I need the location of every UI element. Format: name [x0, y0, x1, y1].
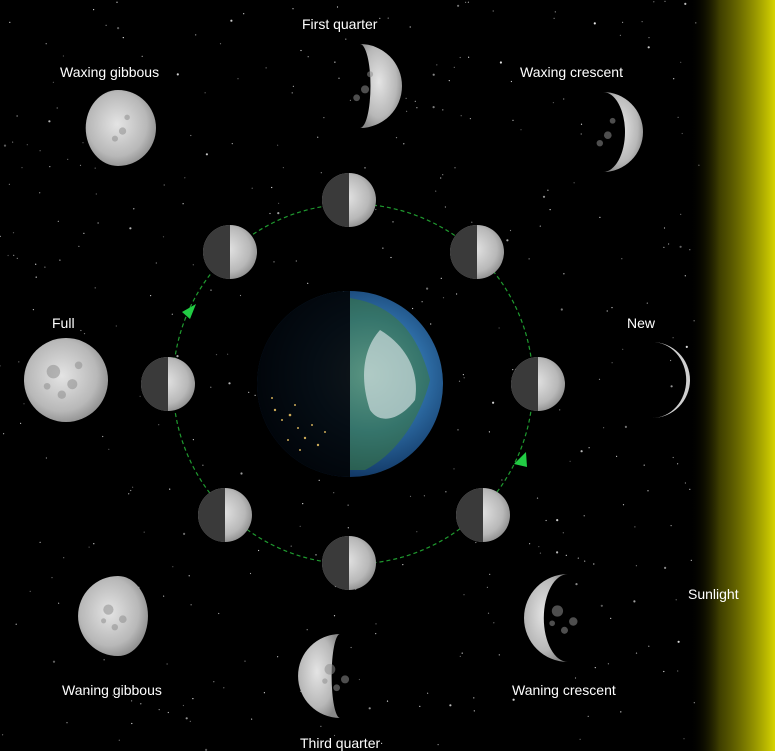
label-waxing-gibbous: Waxing gibbous	[60, 64, 160, 80]
sunlight-glow	[690, 0, 775, 751]
orbit-moon-upper-left	[203, 225, 257, 279]
orbit-direction-arrow-left	[182, 304, 196, 319]
orbit-moon-top	[322, 173, 376, 227]
label-waning-gibbous: Waning gibbous	[62, 682, 162, 698]
moon-full	[24, 338, 108, 422]
label-first-quarter: First quarter	[302, 16, 378, 32]
orbit-moons	[141, 173, 565, 590]
orbit-moon-upper-right	[450, 225, 504, 279]
phase-moons	[24, 44, 690, 718]
moon-waning-crescent	[524, 574, 578, 662]
label-waning-crescent: Waning crescent	[512, 682, 616, 698]
label-new: New	[627, 315, 656, 331]
label-third-quarter: Third quarter	[300, 735, 381, 751]
orbit-moon-lower-right	[456, 488, 510, 542]
orbit-moon-right	[511, 357, 565, 411]
orbit-moon-bottom	[322, 536, 376, 590]
city-lights	[271, 397, 326, 451]
label-sunlight: Sunlight	[688, 586, 739, 602]
moon-waning-gibbous	[78, 576, 148, 656]
moon-third-quarter	[298, 634, 350, 718]
moon-first-quarter	[353, 44, 402, 128]
orbit-moon-lower-left	[198, 488, 252, 542]
moon-waxing-gibbous	[85, 90, 156, 166]
moon-waxing-crescent	[596, 92, 643, 172]
orbit-direction-arrow-right	[514, 452, 527, 467]
earth	[257, 291, 443, 477]
orbit-moon-left	[141, 357, 195, 411]
label-full: Full	[52, 315, 75, 331]
label-waxing-crescent: Waxing crescent	[520, 64, 623, 80]
